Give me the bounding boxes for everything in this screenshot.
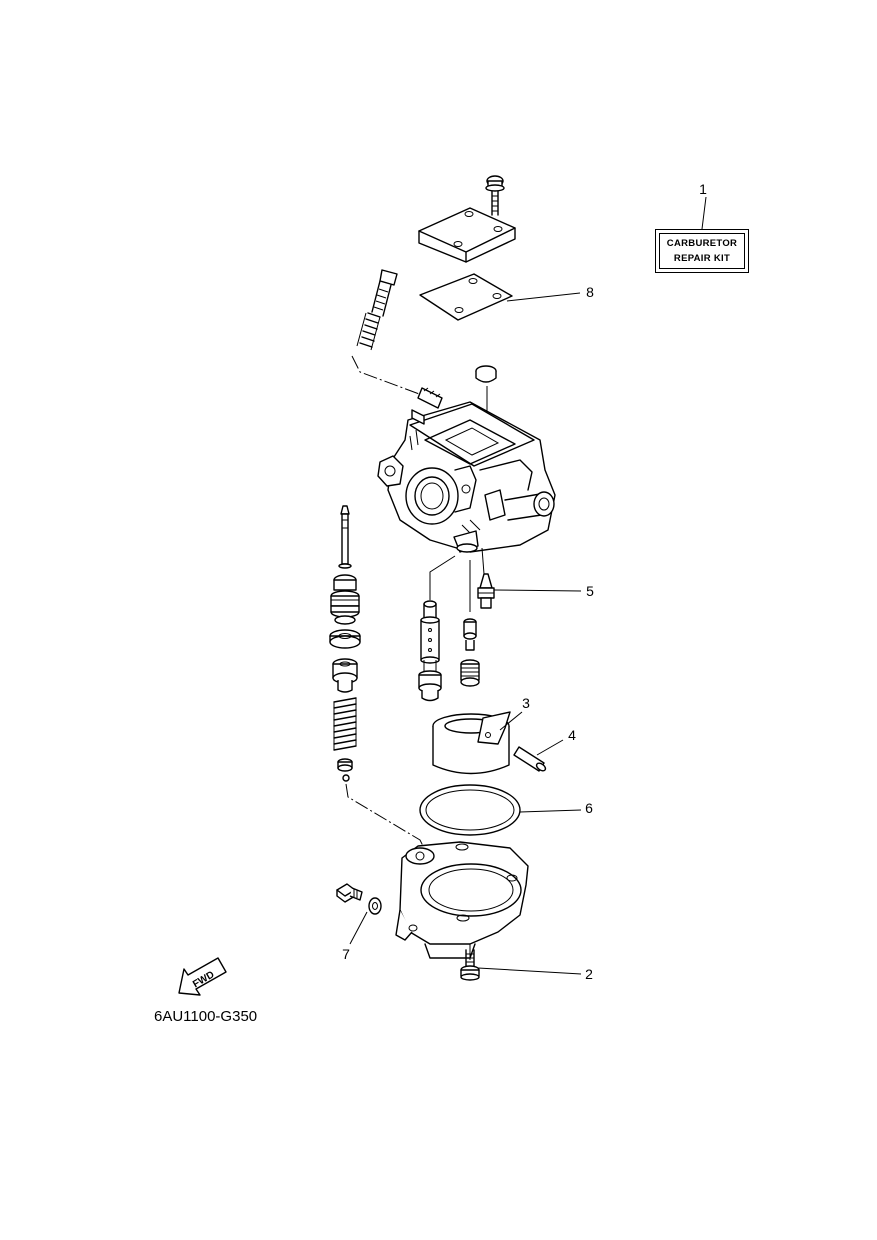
callout-7: 7: [342, 946, 350, 962]
pump-ball: [337, 758, 353, 782]
callout-5: 5: [586, 583, 594, 599]
diaphragm-cover: [418, 207, 516, 263]
o-ring: [419, 784, 521, 836]
body-plug: [475, 365, 497, 428]
callout-2: 2: [585, 966, 593, 982]
kit-line-1: CARBURETOR: [666, 238, 738, 249]
callout-4: 4: [568, 727, 576, 743]
pump-washer: [329, 629, 361, 649]
pump-spring: [333, 697, 357, 751]
pump-piston: [330, 574, 360, 625]
fwd-arrow-icon: FWD: [178, 957, 227, 996]
gasket-plate: [419, 273, 513, 321]
float-pin: [513, 746, 547, 772]
carburetor-body: [377, 401, 556, 553]
top-screw: [485, 175, 505, 216]
callout-3: 3: [522, 695, 530, 711]
pump-body: [332, 658, 358, 693]
float-bowl: [395, 841, 529, 960]
kit-box-inner: CARBURETOR REPAIR KIT: [659, 233, 745, 269]
carburetor-repair-kit-label: CARBURETOR REPAIR KIT: [655, 229, 749, 273]
drain-screw: [336, 883, 363, 903]
pump-plunger: [338, 505, 352, 569]
kit-line-2: REPAIR KIT: [673, 253, 731, 264]
float: [432, 711, 511, 775]
callout-6: 6: [585, 800, 593, 816]
diagram-code: 6AU1100-G350: [154, 1008, 258, 1025]
pilot-screw: [417, 387, 443, 409]
washer: [368, 897, 382, 915]
emulsion-tube: [418, 600, 442, 702]
bowl-screw: [460, 949, 480, 981]
main-jet: [460, 618, 480, 687]
idle-screw-spring: [356, 269, 398, 351]
callout-1: 1: [699, 181, 707, 197]
callout-8: 8: [586, 284, 594, 300]
needle-valve: [477, 573, 495, 609]
